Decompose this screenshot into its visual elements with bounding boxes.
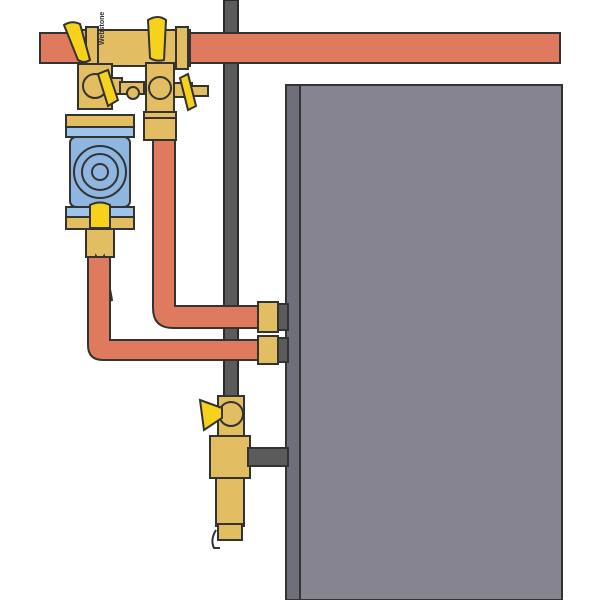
valve-brand-label: Webstone bbox=[99, 12, 106, 45]
indirect-water-heater-tank bbox=[285, 84, 563, 600]
return-pipe bbox=[152, 139, 271, 329]
tee-fitting: Webstone Webstone bbox=[81, 12, 191, 70]
drain-ball-valve bbox=[198, 395, 289, 549]
supply-pipe bbox=[87, 256, 271, 361]
tank-fittings bbox=[257, 301, 289, 365]
ball-valve-handle-icon bbox=[62, 21, 120, 108]
purge-ball-valve-right bbox=[143, 16, 209, 141]
